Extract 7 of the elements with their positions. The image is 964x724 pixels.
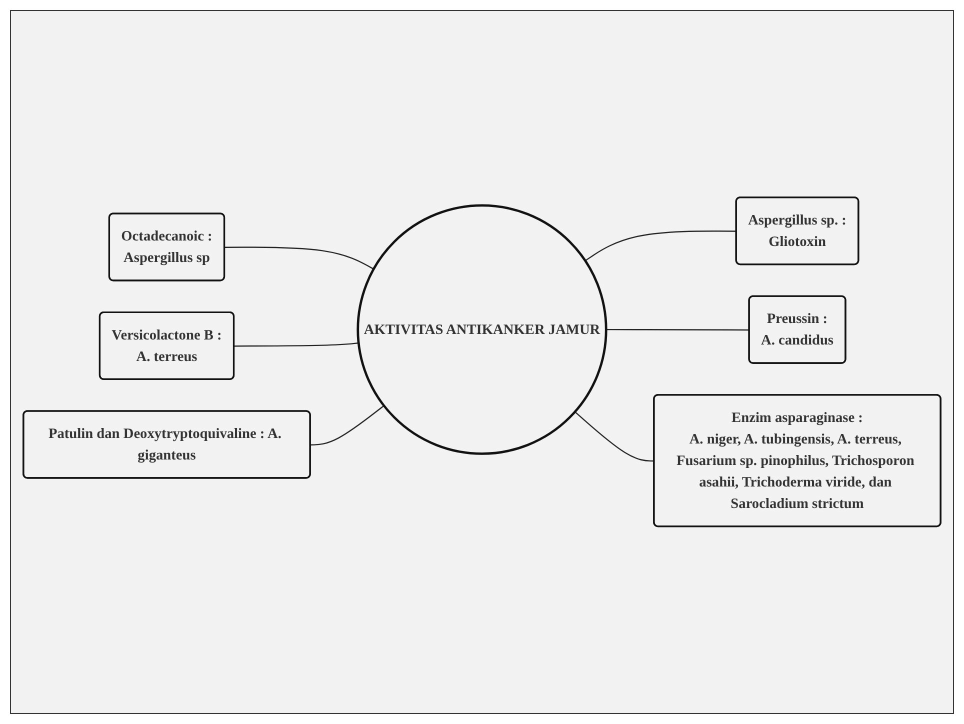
connector [224, 246, 374, 270]
connector [310, 405, 384, 446]
connector [606, 329, 750, 331]
connector [574, 412, 654, 462]
node-circle: AKTIVITAS ANTIKANKER JAMUR [356, 204, 608, 456]
connector [234, 342, 359, 347]
connector [584, 230, 737, 262]
